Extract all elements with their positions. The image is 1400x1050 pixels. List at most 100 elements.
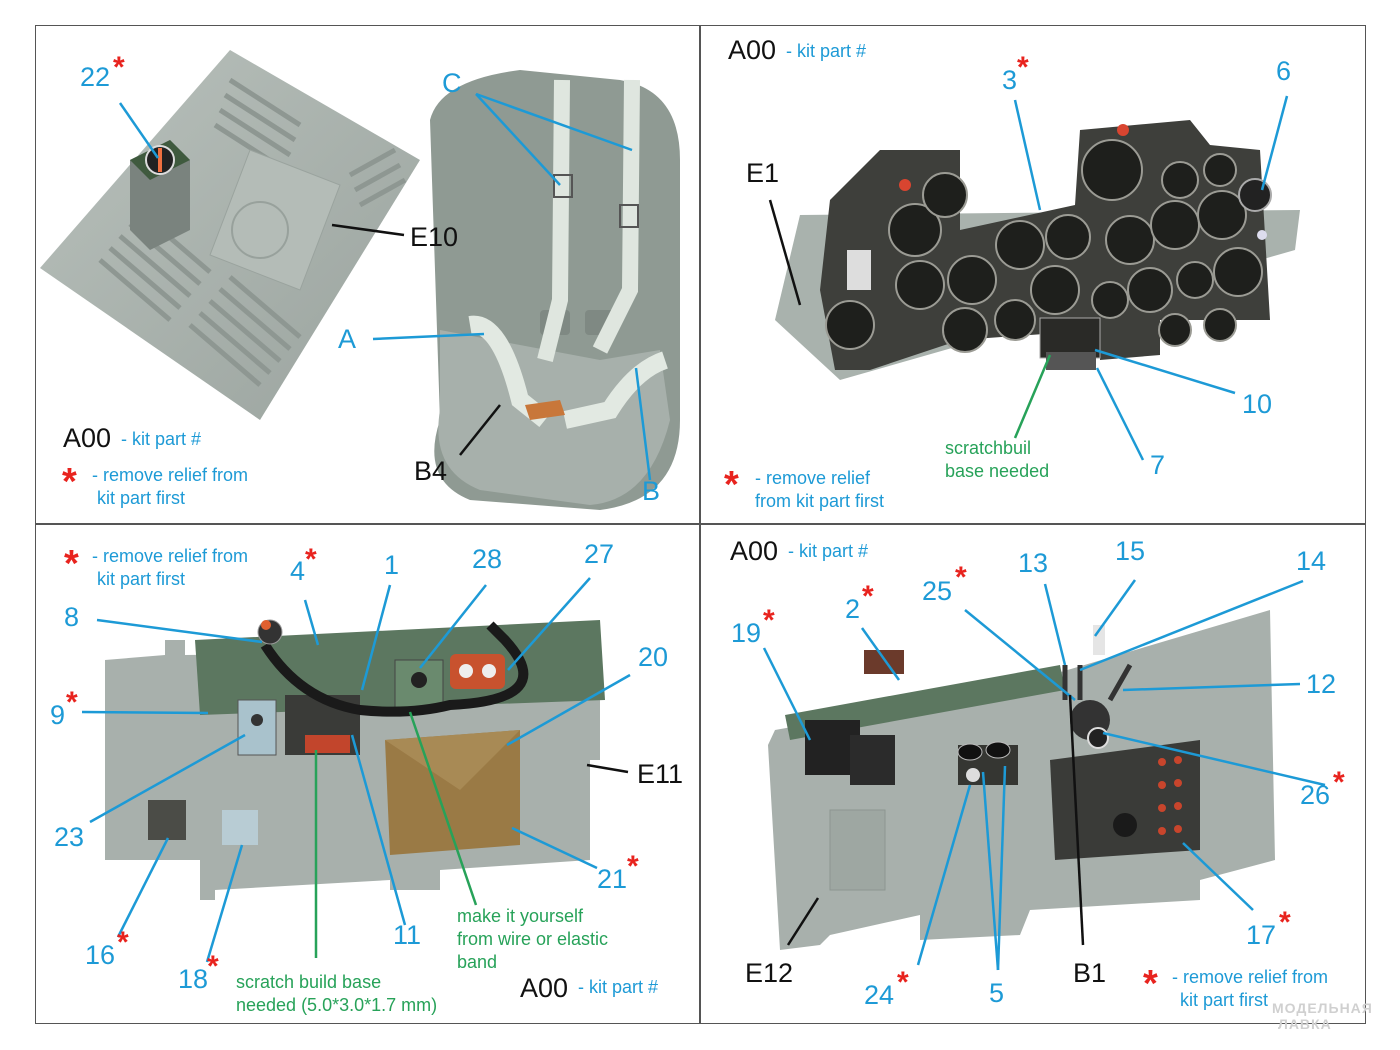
relief-star-24: * (897, 966, 909, 999)
leaders-panel-2 (1013, 95, 1289, 461)
callout-11: 11 (393, 920, 422, 950)
callout-8: 8 (64, 602, 80, 632)
leaders-panel-3 (81, 577, 631, 963)
callout-24: 24 (864, 980, 895, 1010)
callout-3: 3 (1002, 65, 1018, 95)
legend-code: A00 (63, 423, 112, 453)
box-part-16 (148, 800, 186, 840)
legend-code-desc: - kit part # (788, 541, 869, 561)
relief-star-2: * (862, 580, 874, 613)
callout-4: 4 (290, 556, 306, 586)
quadrant-part-25-26 (1062, 625, 1133, 749)
side-wall-part-e11 (105, 620, 605, 900)
radio-box-part-11 (285, 695, 360, 755)
kit-part-b1: B1 (1073, 958, 1107, 988)
callout-23: 23 (54, 822, 85, 852)
legend-code-desc: - kit part # (786, 41, 867, 61)
watermark-line-2: ЛАВКА (1278, 1016, 1332, 1032)
instrument-panel-part-3 (820, 120, 1270, 370)
box-part-18 (222, 810, 258, 845)
kit-leader-panel-3 (586, 763, 629, 774)
legend-star-desc: - remove relief from (92, 546, 249, 566)
horizontal-divider (35, 523, 1366, 525)
legend-code: A00 (520, 973, 569, 1003)
callout-22: 22 (80, 62, 111, 92)
callout-6: 6 (1276, 56, 1292, 86)
legend-code-desc: - kit part # (121, 429, 202, 449)
kit-part-b4: B4 (414, 456, 448, 486)
kit-leader-panel-2 (768, 199, 802, 306)
callout-9: 9 (50, 700, 66, 730)
legend-code-desc: - kit part # (578, 977, 659, 997)
callout-28: 28 (472, 544, 503, 574)
legend-star-desc-2: kit part first (1180, 990, 1269, 1010)
kit-part-e10: E10 (410, 222, 459, 252)
relief-star-9: * (66, 686, 78, 719)
callout-26: 26 (1300, 780, 1331, 810)
legend-star-desc: - remove relief from (92, 465, 249, 485)
callout-7: 7 (1150, 450, 1166, 480)
relief-star-22: * (113, 51, 125, 84)
legend-star-icon: * (62, 461, 77, 503)
relief-star-16: * (117, 926, 129, 959)
callout-25: 25 (922, 576, 953, 606)
legend-code: A00 (730, 536, 779, 566)
connector-part-27 (450, 654, 505, 689)
callout-b: B (642, 476, 661, 506)
note-wire-cable: make it yourself from wire or elastic ba… (457, 906, 609, 972)
map-case-part-21 (385, 730, 520, 855)
relief-star-25: * (955, 561, 967, 594)
kit-leaders-panel-1 (331, 223, 501, 456)
callout-14: 14 (1296, 546, 1327, 576)
placard-part-2 (864, 650, 904, 674)
cable-part-20 (260, 621, 529, 717)
callout-5: 5 (989, 978, 1005, 1008)
note-leaders-panel-3 (314, 711, 478, 958)
switch-panel-part-17 (1050, 740, 1200, 860)
kit-leaders-panel-4 (786, 694, 1085, 946)
relief-star-4: * (305, 543, 317, 576)
legend-star-desc-2: from kit part first (755, 491, 885, 511)
note-scratchbuild-base: scratchbuil base needed (945, 438, 1050, 481)
note-leader-panel-2 (1013, 354, 1052, 439)
vertical-divider (699, 25, 701, 1024)
callout-c: C (442, 68, 462, 98)
callout-17: 17 (1246, 920, 1277, 950)
relief-star-18: * (207, 950, 219, 983)
callout-2: 2 (845, 594, 861, 624)
relief-star-26: * (1333, 766, 1345, 799)
legend-star-icon: * (724, 464, 739, 506)
note-scratch-base-dimensions: scratch build base needed (5.0*3.0*1.7 m… (236, 972, 438, 1015)
kit-part-e12: E12 (745, 958, 794, 988)
callout-12: 12 (1306, 669, 1337, 699)
legend-star-desc: - remove relief from (1172, 967, 1329, 987)
callout-19: 19 (731, 618, 762, 648)
floor-part-e10 (40, 50, 420, 420)
throttle-housing-part-5 (957, 741, 1018, 785)
callout-18: 18 (178, 964, 209, 994)
knob-part-8 (257, 619, 283, 645)
legend-star-desc-2: kit part first (97, 569, 186, 589)
control-box-part-28 (394, 659, 444, 709)
leaders-panel-1 (118, 92, 652, 481)
callout-1: 1 (384, 550, 400, 580)
callout-27: 27 (584, 539, 615, 569)
legend-star-desc: - remove relief (755, 468, 871, 488)
instruction-sheet-frame (35, 25, 1366, 1024)
callout-20: 20 (638, 642, 669, 672)
callout-a: A (338, 324, 357, 354)
relief-star-3: * (1017, 51, 1029, 84)
callout-21: 21 (597, 864, 628, 894)
callout-13: 13 (1018, 548, 1049, 578)
callout-10: 10 (1242, 389, 1273, 419)
legend-star-desc-2: kit part first (97, 488, 186, 508)
callout-16: 16 (85, 940, 116, 970)
lap-belts-a-b (468, 315, 669, 429)
kit-part-e1: E1 (746, 158, 780, 188)
relief-star-21: * (627, 850, 639, 883)
relief-star-17: * (1279, 906, 1291, 939)
leaders-panel-4 (762, 579, 1326, 971)
kit-part-e11: E11 (637, 759, 684, 789)
legend-star-icon: * (64, 543, 79, 585)
